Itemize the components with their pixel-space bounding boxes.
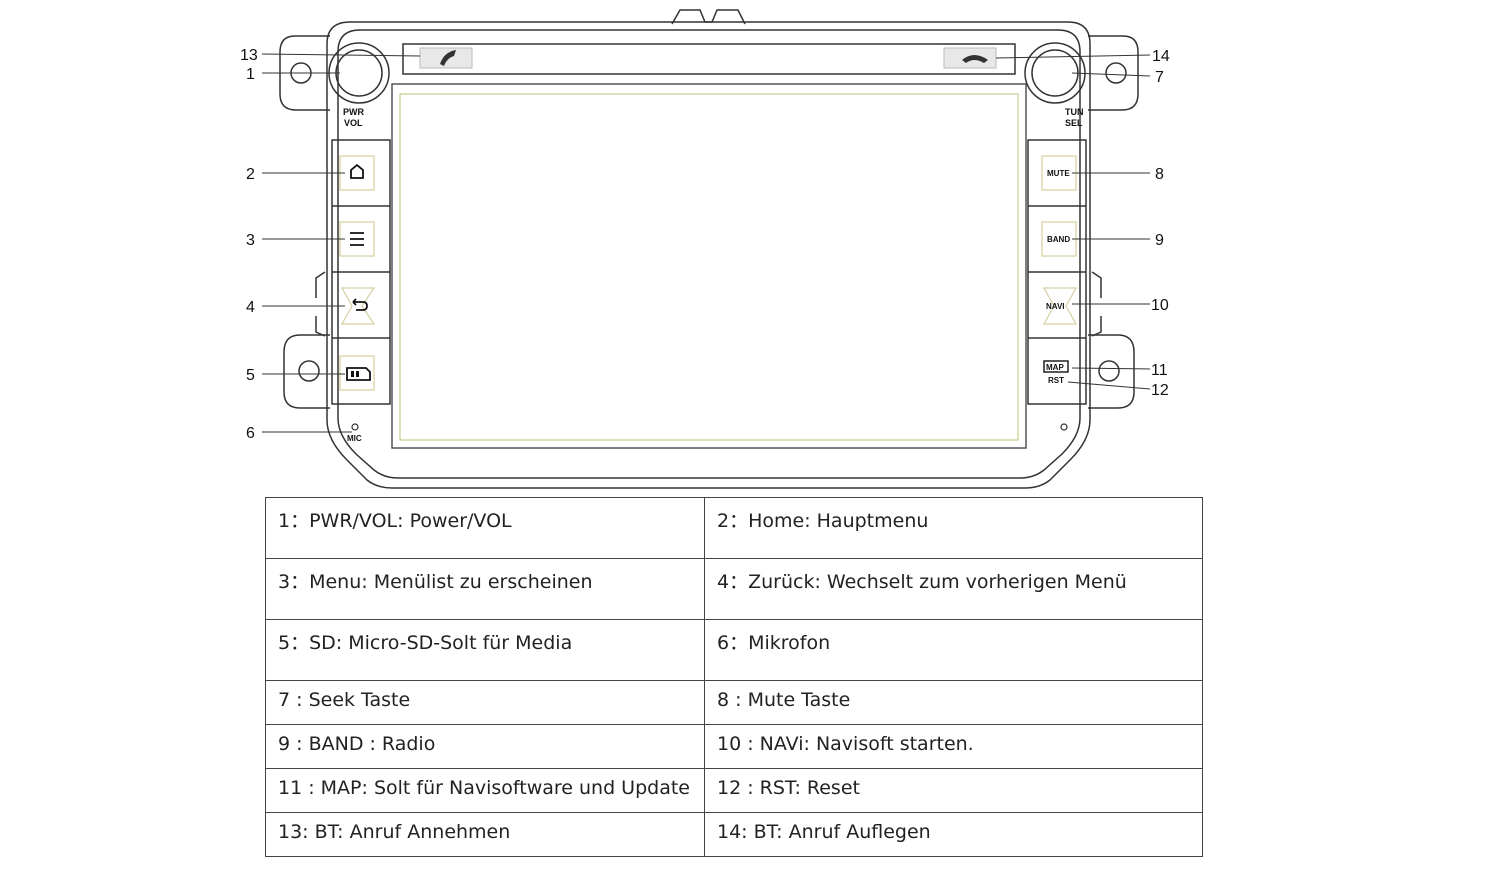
map-rst-button[interactable]: MAP RST: [1043, 360, 1069, 385]
side-tab-left: [315, 271, 326, 337]
leader-lines: [261, 53, 1151, 433]
phone-hangup-button[interactable]: [943, 47, 997, 69]
legend-row: 7 : Seek Taste 8 : Mute Taste: [265, 680, 1203, 725]
legend-cell: 7 : Seek Taste: [265, 680, 705, 725]
phone-answer-button[interactable]: [419, 47, 473, 69]
home-icon: [350, 163, 364, 179]
phone-answer-icon: [440, 50, 456, 66]
legend-cell: 5：SD: Micro-SD-Solt für Media: [265, 619, 705, 681]
right-hole: [1060, 423, 1068, 431]
legend-cell: 8 : Mute Taste: [704, 680, 1203, 725]
mounting-ear-bottom-right: [1088, 334, 1135, 409]
menu-icon: [350, 232, 364, 246]
mounting-hole-top-right: [1105, 62, 1127, 84]
map-label: MAP: [1046, 363, 1064, 372]
back-icon: [352, 298, 368, 311]
legend-row: 13: BT: Anruf Annehmen 14: BT: Anruf Auf…: [265, 812, 1203, 857]
outer-bezel: [326, 21, 1091, 489]
left-button-dividers: [332, 205, 390, 339]
side-tab-right: [1091, 271, 1102, 337]
legend-cell: 10 : NAVi: Navisoft starten.: [704, 724, 1203, 769]
callout-1: 1: [246, 66, 255, 83]
right-button-dividers: [1028, 205, 1086, 339]
callout-14: 14: [1152, 48, 1170, 65]
mute-button[interactable]: MUTE: [1041, 155, 1077, 191]
navi-button-label: NAVI: [1046, 302, 1065, 311]
radio-front-panel-diagram: PWR VOL TUN SEL MUTE BAND NAVI: [240, 9, 1170, 489]
legend-cell: 1：PWR/VOL: Power/VOL: [265, 497, 705, 559]
left-button-column: [331, 139, 391, 405]
rst-label: RST: [1048, 376, 1064, 385]
legend-row: 1：PWR/VOL: Power/VOL 2：Home: Hauptmenu: [265, 497, 1203, 559]
band-button[interactable]: BAND: [1041, 221, 1077, 257]
callout-13: 13: [240, 47, 258, 64]
back-button[interactable]: [340, 287, 376, 325]
mounting-ear-bottom-left: [283, 334, 330, 409]
callout-9: 9: [1155, 232, 1164, 249]
legend-row: 3：Menu: Menülist zu erscheinen 4：Zurück:…: [265, 558, 1203, 620]
legend-cell: 13: BT: Anruf Annehmen: [265, 812, 705, 857]
legend-row: 11 : MAP: Solt für Navisoftware und Upda…: [265, 768, 1203, 813]
mic-hole: [351, 423, 359, 431]
knob-right-label-line1: TUN: [1065, 107, 1084, 117]
mounting-ear-top-right: [1088, 35, 1139, 111]
knob-right-label-line2: SEL: [1065, 118, 1083, 128]
callout-11: 11: [1151, 362, 1168, 379]
sd-card-slot[interactable]: [339, 355, 375, 391]
callout-6: 6: [246, 425, 255, 442]
legend-cell: 11 : MAP: Solt für Navisoftware und Upda…: [265, 768, 705, 813]
callout-7: 7: [1155, 69, 1164, 86]
legend-cell: 6：Mikrofon: [704, 619, 1203, 681]
legend-cell: 14: BT: Anruf Auflegen: [704, 812, 1203, 857]
mounting-hole-bottom-left: [298, 360, 320, 382]
legend-table: 1：PWR/VOL: Power/VOL 2：Home: Hauptmenu 3…: [265, 497, 1203, 857]
navi-button[interactable]: NAVI: [1042, 287, 1078, 325]
legend-row: 5：SD: Micro-SD-Solt für Media 6：Mikrofon: [265, 619, 1203, 681]
legend-cell: 2：Home: Hauptmenu: [704, 497, 1203, 559]
callout-8: 8: [1155, 166, 1164, 183]
home-button[interactable]: [339, 155, 375, 191]
sd-card-icon: [346, 367, 371, 381]
callout-12: 12: [1151, 382, 1169, 399]
callout-4: 4: [246, 299, 255, 316]
screen-frame: [391, 83, 1027, 449]
callout-5: 5: [246, 367, 255, 384]
callout-10: 10: [1151, 297, 1169, 314]
legend-cell: 9 : BAND : Radio: [265, 724, 705, 769]
band-button-label: BAND: [1047, 235, 1070, 244]
legend-row: 9 : BAND : Radio 10 : NAVi: Navisoft sta…: [265, 724, 1203, 769]
menu-button[interactable]: [339, 221, 375, 257]
callout-2: 2: [246, 166, 255, 183]
legend-cell: 3：Menu: Menülist zu erscheinen: [265, 558, 705, 620]
callout-3: 3: [246, 232, 255, 249]
right-button-column: [1027, 139, 1087, 405]
inner-bezel: [337, 29, 1081, 479]
screen-display: [399, 93, 1019, 441]
top-strip: [402, 43, 1016, 75]
pwr-vol-knob[interactable]: [335, 49, 383, 97]
legend-cell: 12 : RST: Reset: [704, 768, 1203, 813]
phone-hangup-icon: [962, 55, 988, 63]
mic-label: MIC: [347, 434, 362, 443]
knob-left-label-line2: VOL: [344, 118, 363, 128]
legend-cell: 4：Zurück: Wechselt zum vorherigen Menü: [704, 558, 1203, 620]
mounting-hole-bottom-right: [1098, 360, 1120, 382]
mute-button-label: MUTE: [1047, 169, 1070, 178]
knob-left-label-line1: PWR: [343, 107, 364, 117]
